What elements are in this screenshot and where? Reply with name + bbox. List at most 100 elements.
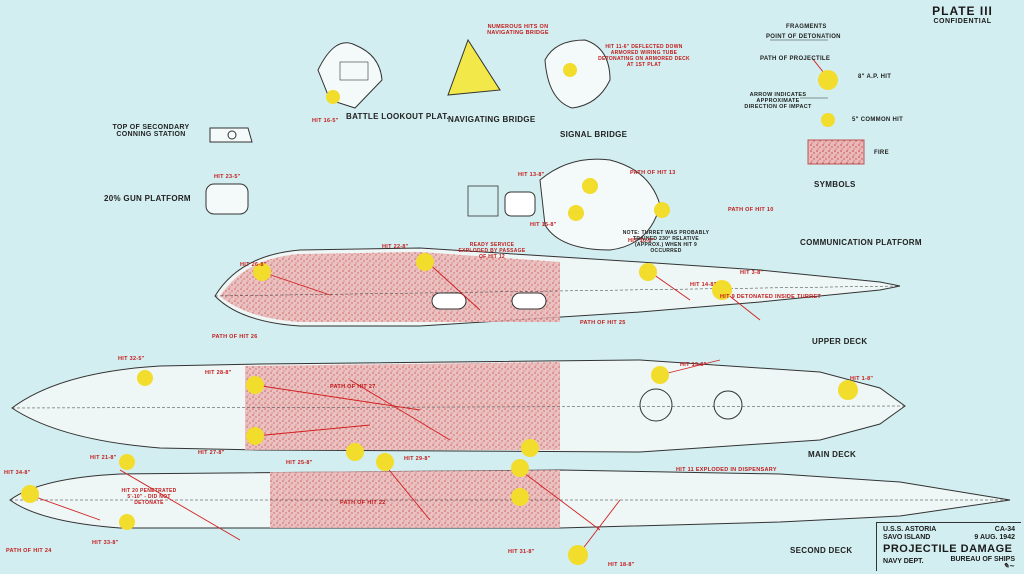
hit-label: HIT 28-8": [205, 370, 232, 376]
hit-marker: [253, 263, 271, 281]
hit-markers: [21, 63, 858, 565]
legend-path-of-projectile: PATH OF PROJECTILE: [760, 56, 831, 62]
plate-heading: PLATE III CONFIDENTIAL: [905, 4, 1020, 25]
path-label: PATH OF HIT 27: [330, 384, 376, 390]
hit-label: HIT 21-8": [90, 455, 117, 461]
label-main-deck: MAIN DECK: [808, 450, 857, 459]
signature-mark: ✎~: [1003, 561, 1015, 570]
legend-arrow-note: ARROW INDICATES APPROXIMATE DIRECTION OF…: [744, 92, 812, 110]
hit-marker: [563, 63, 577, 77]
main-deck-plan: [11, 359, 906, 453]
hit-label: HIT 14-8": [690, 282, 717, 288]
legend-ap-hit: 8" A.P. HIT: [858, 74, 892, 80]
hit-marker: [568, 205, 584, 221]
stack-1: [511, 292, 547, 310]
navigating-bridge: [447, 38, 501, 96]
hit-label: HIT 22-8": [382, 244, 409, 250]
label-gun-platform: 20% GUN PLATFORM: [104, 194, 191, 203]
hit-marker: [376, 453, 394, 471]
hit-label: HIT 33-8": [92, 540, 119, 546]
hit-label: HIT 23-5": [214, 174, 241, 180]
hit-label: HIT 32-5": [118, 356, 145, 362]
projectile-paths: [29, 259, 761, 556]
communication-platform: [467, 158, 661, 251]
annotation-ready-service: READY SERVICE EXPLODED BY PASSAGE OF HIT…: [458, 242, 526, 260]
hit-label: HIT 31-8": [508, 549, 535, 555]
stack-2: [431, 292, 467, 310]
hit-marker: [346, 443, 364, 461]
path-label: PATH OF HIT 24: [6, 548, 52, 554]
plate-classification: CONFIDENTIAL: [933, 18, 992, 25]
hit-marker: [246, 376, 264, 394]
hit-marker: [246, 427, 264, 445]
battle-date: 9 AUG. 1942: [974, 534, 1015, 541]
hit-label: HIT 10-8": [628, 238, 655, 244]
hit-label: HIT 18-8": [608, 562, 635, 568]
label-signal-bridge: SIGNAL BRIDGE: [560, 130, 628, 139]
navy-dept: NAVY DEPT.: [883, 558, 924, 565]
plate-title: PLATE III: [932, 4, 993, 18]
plate-main-title: PROJECTILE DAMAGE: [883, 543, 1013, 555]
ship-name: U.S.S. ASTORIA: [883, 526, 937, 533]
label-navigating-bridge: NAVIGATING BRIDGE: [448, 115, 536, 124]
hit-marker: [568, 545, 588, 565]
hit-marker: [521, 439, 539, 457]
annotation-deflected: HIT 11-6" DEFLECTED DOWN ARMORED WIRING …: [598, 44, 690, 68]
hit-label: HIT 1-8": [850, 376, 874, 382]
legend-fragments: FRAGMENTS: [786, 24, 827, 30]
annotation-penetrated: HIT 20 PENETRATED 5'-10" - DID NOT DETON…: [121, 488, 177, 506]
second-deck-plan: [9, 469, 1011, 529]
hit-marker: [511, 488, 529, 506]
legend-fire: FIRE: [874, 150, 889, 156]
hit-marker: [582, 178, 598, 194]
annotation-dispensary: HIT 11 EXPLODED IN DISPENSARY: [676, 467, 777, 473]
hit-marker: [119, 454, 135, 470]
hit-label: HIT 3-8": [740, 270, 764, 276]
path-label: PATH OF HIT 22: [340, 500, 386, 506]
secondary-conning-station: [209, 127, 253, 143]
hit-label: HIT 16-5": [312, 118, 339, 124]
annotation-bridge-hits: NUMEROUS HITS ON NAVIGATING BRIDGE: [487, 24, 549, 36]
label-battle-lookout: BATTLE LOOKOUT PLAT.: [346, 112, 450, 121]
hit-label: HIT 19-8": [680, 362, 707, 368]
label-symbols: SYMBOLS: [814, 180, 856, 189]
hit-label: HIT 27-8": [198, 450, 225, 456]
hit-marker: [416, 253, 434, 271]
hit-marker: [651, 366, 669, 384]
hit-marker: [511, 459, 529, 477]
annotation-turret-detonated: HIT 9 DETONATED INSIDE TURRET: [720, 294, 822, 300]
hit-marker: [654, 202, 670, 218]
battle-place: SAVO ISLAND: [883, 534, 931, 541]
hit-label: HIT 25-8": [286, 460, 313, 466]
hit-marker: [712, 280, 732, 300]
title-block: U.S.S. ASTORIA CA-34 SAVO ISLAND 9 AUG. …: [876, 522, 1021, 571]
gun-platform-20mm: [205, 183, 249, 215]
hit-marker: [119, 514, 135, 530]
legend-point-of-detonation: POINT OF DETONATION: [766, 34, 841, 40]
fire-symbol: [807, 139, 865, 165]
hit-label: HIT 26-8": [240, 262, 267, 268]
legend-common-hit: 5" COMMON HIT: [852, 117, 904, 123]
hit-marker: [838, 380, 858, 400]
path-label: PATH OF HIT 10: [728, 207, 774, 213]
hit-marker: [137, 370, 153, 386]
hull-number: CA-34: [994, 526, 1015, 533]
hit-marker: [21, 485, 39, 503]
hit-label: HIT 34-8": [4, 470, 31, 476]
path-label: PATH OF HIT 26: [212, 334, 258, 340]
hit-marker: [639, 263, 657, 281]
hit-marker: [326, 90, 340, 104]
hit-label: HIT 15-8": [530, 222, 557, 228]
bureau-of-ships: BUREAU OF SHIPS: [950, 556, 1015, 563]
path-label: PATH OF HIT 25: [580, 320, 626, 326]
upper-deck-plan: [214, 247, 901, 327]
hit-label: HIT 29-8": [404, 456, 431, 462]
hit-label: HIT 13-8": [518, 172, 545, 178]
label-second-deck: SECOND DECK: [790, 546, 853, 555]
label-communication-platform: COMMUNICATION PLATFORM: [800, 238, 922, 247]
path-label: PATH OF HIT 13: [630, 170, 676, 176]
label-upper-deck: UPPER DECK: [812, 337, 868, 346]
legend-symbols: [770, 39, 838, 127]
annotation-turret-note: NOTE: TURRET WAS PROBABLY TRAINED 230° R…: [622, 230, 710, 254]
